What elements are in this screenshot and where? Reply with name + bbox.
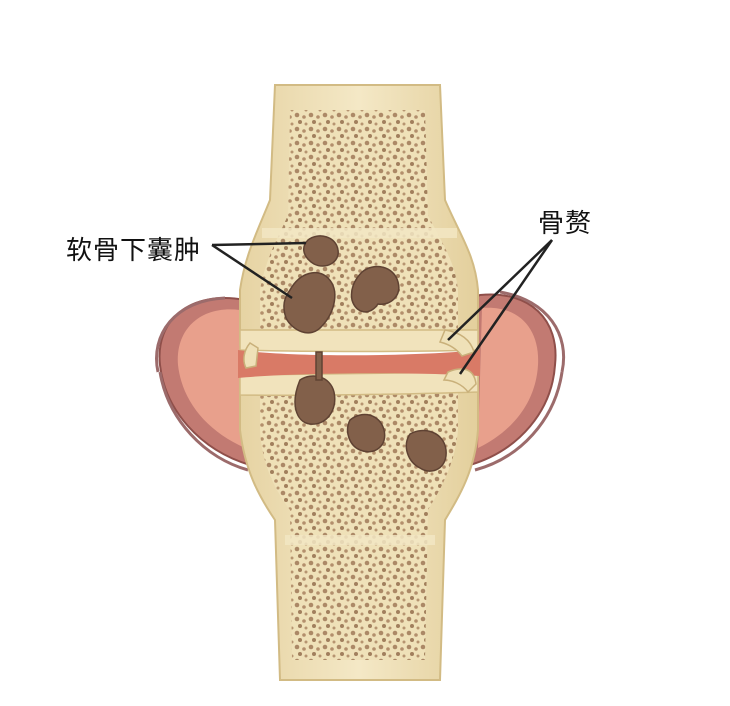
joint-space bbox=[238, 350, 480, 378]
osteophytes bbox=[243, 329, 477, 394]
subchondral-cysts bbox=[283, 235, 447, 472]
joint-capsule bbox=[155, 290, 566, 472]
upper-bone bbox=[239, 84, 479, 353]
osteophyte-label: 骨赘 bbox=[538, 209, 593, 239]
subchondral-cyst-label: 软骨下囊肿 bbox=[66, 236, 202, 266]
leader-lines bbox=[211, 239, 554, 375]
